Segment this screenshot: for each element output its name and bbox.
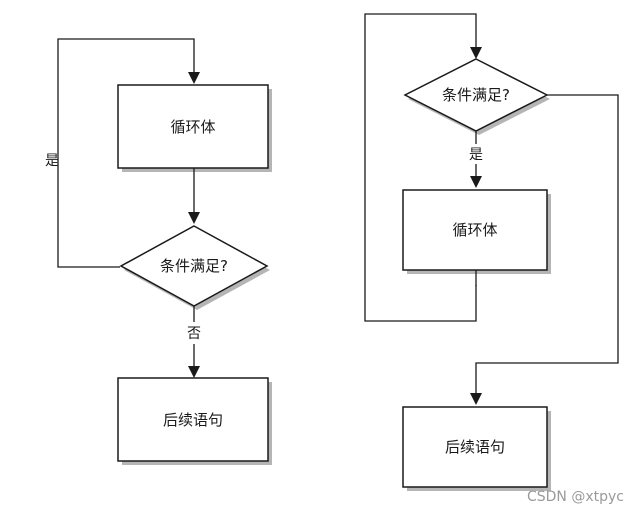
left-next-statement-label: 后续语句 bbox=[163, 411, 223, 429]
watermark-text: CSDN @xtpyc bbox=[527, 489, 624, 505]
left-yes-label: 是 bbox=[45, 153, 59, 169]
right-loop-body-box bbox=[402, 189, 548, 271]
left-body-to-condition-arrowhead bbox=[188, 212, 200, 224]
left-next-statement-box bbox=[117, 377, 269, 462]
right-yes-label: 是 bbox=[469, 147, 483, 163]
left-loop-body-box bbox=[117, 84, 269, 169]
while-flowchart: 条件满足? 是 循环体 后续语句 bbox=[364, 13, 619, 491]
right-condition-exit-arrowhead bbox=[470, 393, 482, 405]
left-loop-body-label: 循环体 bbox=[170, 118, 215, 136]
left-condition-to-next-arrowhead bbox=[188, 366, 200, 378]
left-loop-back-edge bbox=[57, 38, 195, 268]
right-condition-exit-edge bbox=[475, 94, 619, 393]
right-loop-back-arrowhead bbox=[470, 47, 482, 59]
do-while-flowchart: 循环体 条件满足? 是 否 后续语句 bbox=[45, 38, 272, 465]
right-next-statement-label: 后续语句 bbox=[445, 438, 505, 456]
left-loop-back-arrowhead bbox=[188, 72, 200, 84]
right-loop-back-edge bbox=[364, 13, 477, 322]
right-yes-label-bg bbox=[463, 144, 489, 164]
left-no-label-bg bbox=[180, 322, 208, 344]
right-condition-to-body-arrowhead bbox=[470, 176, 482, 188]
right-loop-body-label: 循环体 bbox=[452, 221, 497, 239]
right-next-statement-box bbox=[402, 406, 548, 488]
left-condition-label: 条件满足? bbox=[160, 257, 228, 275]
right-condition-label: 条件满足? bbox=[442, 86, 510, 104]
left-no-label: 否 bbox=[187, 326, 201, 342]
